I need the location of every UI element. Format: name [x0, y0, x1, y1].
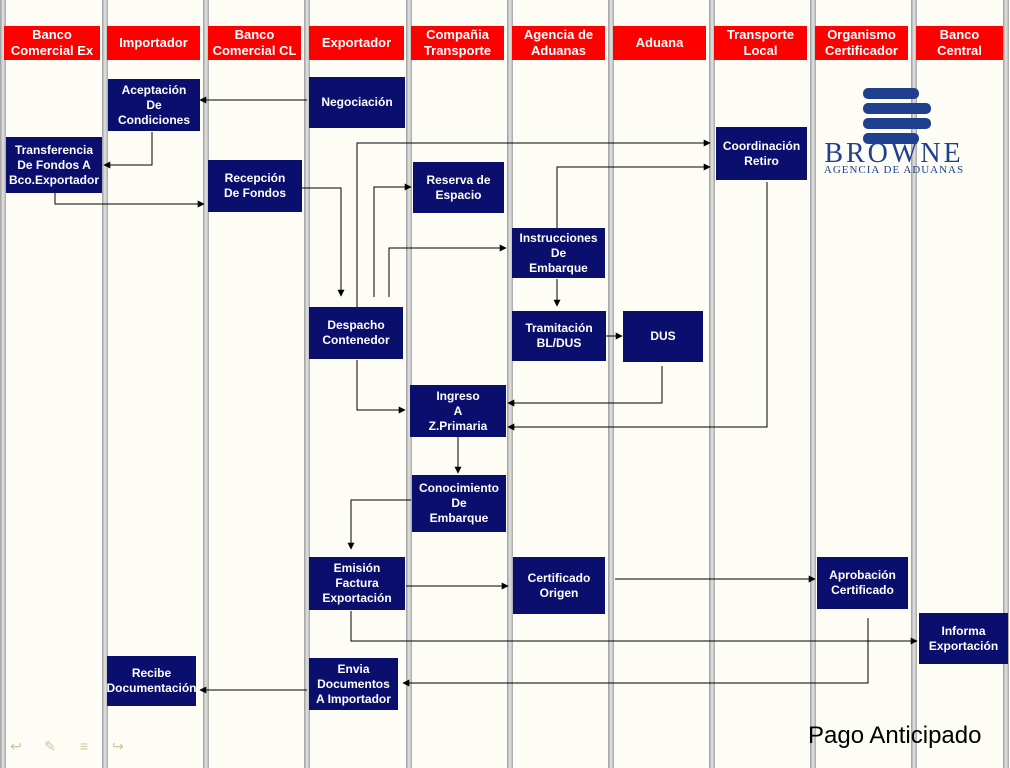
lane-divider — [406, 0, 412, 768]
arrow-recepcion-despacho — [302, 187, 345, 297]
node-dus: DUS — [623, 311, 703, 362]
logo-tagline: AGENCIA DE ADUANAS — [824, 164, 964, 176]
arrow-despacho-instrucciones — [388, 244, 507, 297]
node-despacho-contenedor: Despacho Contenedor — [309, 307, 403, 359]
lane-header-banco-central: Banco Central — [916, 26, 1003, 60]
arrow-despacho-reserva — [373, 183, 412, 297]
node-informa-exportacion: Informa Exportación — [919, 613, 1008, 664]
node-recepcion-de-fondos: Recepción De Fondos — [208, 160, 302, 212]
node-recibe-documentacion: Recibe Documentación — [107, 656, 197, 706]
arrow-aceptacion-transferencia — [103, 132, 153, 169]
node-instrucciones-de-embarque: Instrucciones De Embarque — [512, 228, 605, 278]
node-emision-factura-exportacion: Emisión Factura Exportación — [309, 557, 405, 610]
lane-divider — [0, 0, 6, 768]
lane-header-agencia-de-aduanas: Agencia de Aduanas — [512, 26, 605, 60]
arrow-dus-ingreso — [507, 366, 663, 407]
node-ingreso-a-zona-primaria: Ingreso A Z.Primaria — [410, 385, 506, 437]
lane-header-banco-comercial-ex: Banco Comercial Ex — [4, 26, 100, 60]
lane-header-compania-transporte: Compañia Transporte — [411, 26, 504, 60]
node-conocimiento-de-embarque: Conocimiento De Embarque — [412, 475, 506, 532]
node-transferencia-de-fondos: Transferencia De Fondos A Bco.Exportador — [6, 137, 102, 193]
arrow-transferencia-recepcion — [54, 193, 205, 208]
lane-divider — [1003, 0, 1009, 768]
arrow-instrucciones-coordinacion — [556, 163, 711, 228]
logo-name: BROWNE — [824, 138, 963, 169]
lane-divider — [911, 0, 917, 768]
lane-header-organismo-certificador: Organismo Certificador — [815, 26, 908, 60]
lane-header-transporte-local: Transporte Local — [714, 26, 807, 60]
lane-divider — [608, 0, 614, 768]
browne-logo-mark: BROWNE AGENCIA DE ADUANAS — [824, 88, 964, 176]
lane-header-aduana: Aduana — [613, 26, 706, 60]
browne-logo: BROWNE AGENCIA DE ADUANAS — [806, 86, 986, 178]
arrow-despacho-ingreso — [356, 360, 406, 414]
arrow-coordinacion-ingreso — [507, 182, 768, 431]
nav-forward-icon[interactable]: ↪ — [112, 738, 124, 754]
node-certificado-origen: Certificado Origen — [513, 557, 605, 614]
nav-pen-icon[interactable]: ✎ — [44, 738, 56, 754]
lane-header-banco-comercial-cl: Banco Comercial CL — [208, 26, 301, 60]
node-envia-documentos: Envia Documentos A Importador — [309, 658, 398, 710]
lane-divider — [304, 0, 310, 768]
lane-divider — [709, 0, 715, 768]
lane-header-importador: Importador — [107, 26, 200, 60]
arrow-conocimiento-emision — [347, 499, 411, 550]
arrow-despacho-coordinacion — [356, 139, 711, 307]
node-negociacion: Negociación — [309, 77, 405, 128]
lane-divider — [203, 0, 209, 768]
lane-divider — [507, 0, 513, 768]
node-aprobacion-certificado: Aprobación Certificado — [817, 557, 908, 609]
node-aceptacion-de-condiciones: Aceptación De Condiciones — [108, 79, 200, 131]
arrow-aprobacion-envia — [402, 618, 869, 687]
node-tramitacion-bl-dus: Tramitación BL/DUS — [512, 311, 606, 361]
diagram-caption: Pago Anticipado — [808, 722, 982, 749]
lane-header-exportador: Exportador — [309, 26, 404, 60]
nav-back-icon[interactable]: ↩ — [10, 738, 22, 754]
arrow-emision-informa — [350, 611, 918, 645]
node-coordinacion-retiro: Coordinación Retiro — [716, 127, 807, 180]
nav-menu-icon[interactable]: ≡ — [79, 738, 89, 754]
lane-divider — [810, 0, 816, 768]
node-reserva-de-espacio: Reserva de Espacio — [413, 162, 504, 213]
lane-divider — [102, 0, 108, 768]
